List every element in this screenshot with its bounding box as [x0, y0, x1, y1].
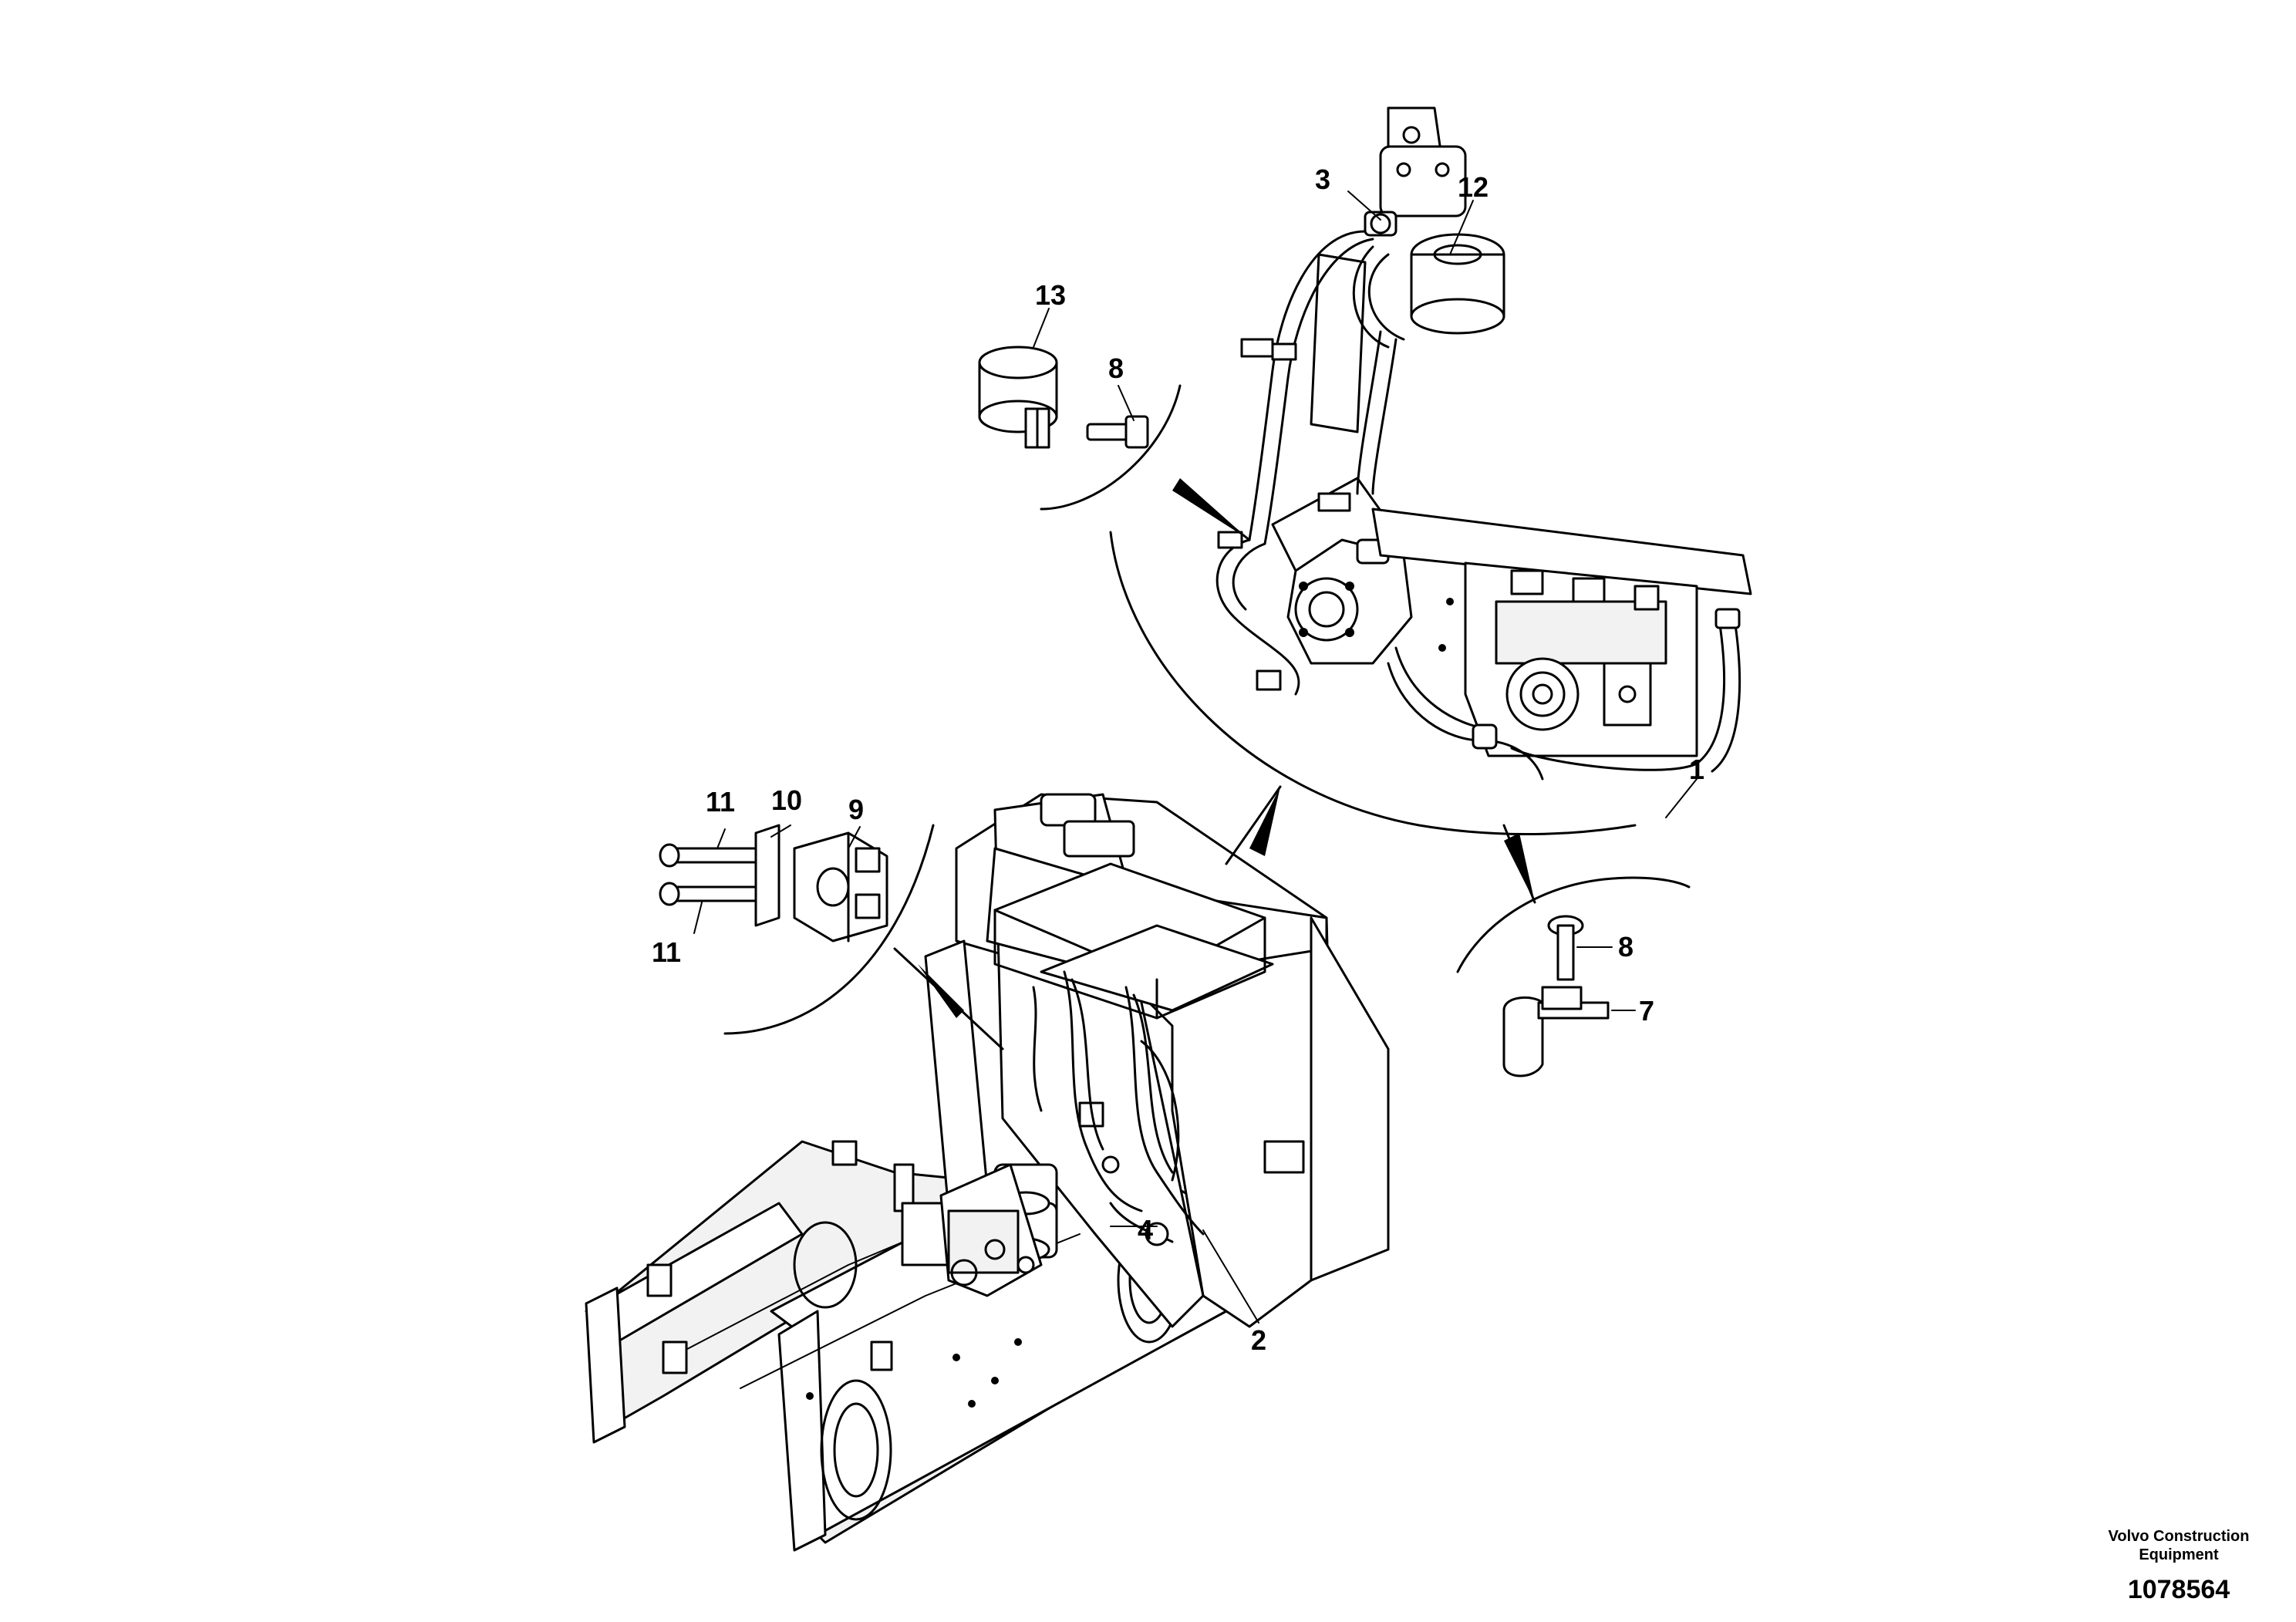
drawing-number: 1078564 [2128, 1575, 2230, 1604]
callout-8-top: 8 [1108, 352, 1124, 384]
bracket-detail-9-10-11 [659, 824, 935, 1035]
engine-housing [901, 793, 1390, 1328]
clamp-detail-13 [978, 346, 1182, 511]
pump-hose-detail [1109, 106, 1752, 836]
callout-12: 12 [1458, 171, 1489, 203]
callout-4: 4 [1138, 1214, 1153, 1246]
callout-2: 2 [1251, 1324, 1266, 1356]
callout-8-right: 8 [1618, 931, 1633, 963]
company-name-line1: Volvo Construction [2109, 1528, 2250, 1545]
callout-labels: 1 2 3 4 7 8 8 9 10 11 11 12 13 [652, 164, 1704, 1356]
clamp-detail-7 [1456, 876, 1691, 1077]
drawing-footer: Volvo Construction Equipment 1078564 [2109, 1528, 2250, 1604]
callout-1: 1 [1689, 754, 1704, 785]
callout-11-top: 11 [706, 786, 735, 818]
callout-7: 7 [1639, 995, 1654, 1027]
callout-10: 10 [771, 784, 802, 816]
callout-13: 13 [1035, 279, 1066, 311]
callout-3: 3 [1315, 164, 1330, 195]
callout-9: 9 [848, 794, 864, 825]
leader-lines [693, 191, 1698, 1324]
callout-11-bottom: 11 [652, 936, 681, 968]
company-name-line2: Equipment [2139, 1546, 2219, 1563]
